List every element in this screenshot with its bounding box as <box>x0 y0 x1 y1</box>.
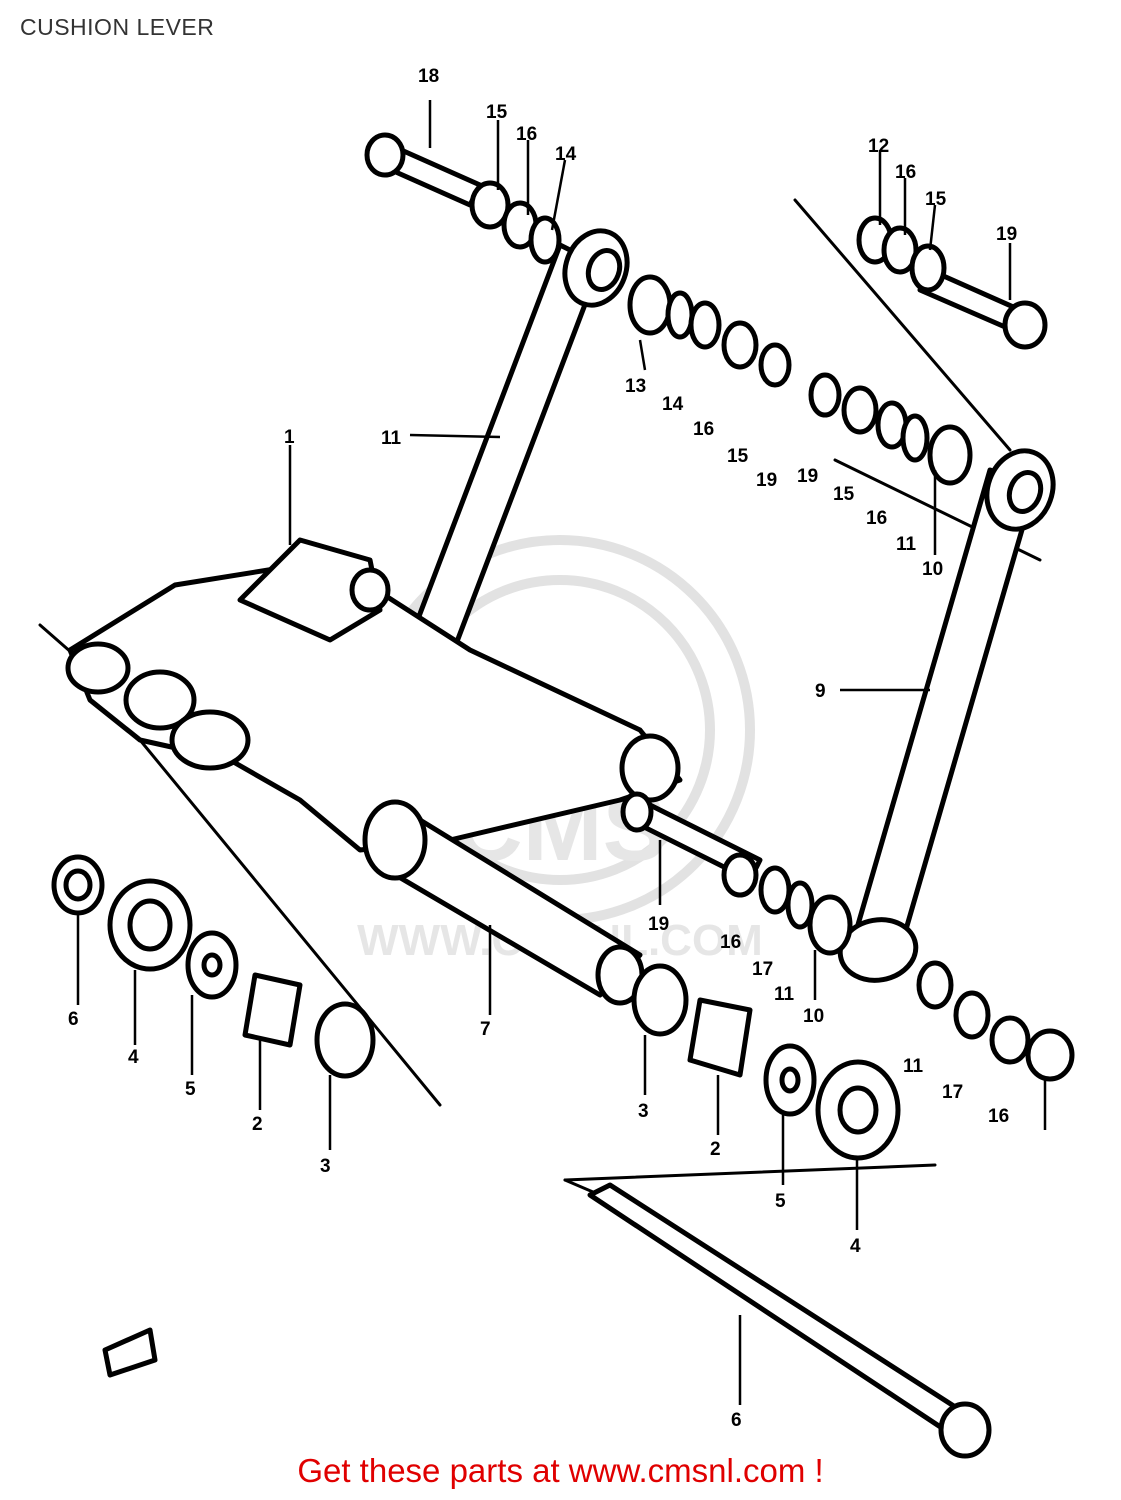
upper-right-hardware <box>856 215 947 293</box>
callout-3: 3 <box>320 1156 331 1177</box>
callout-labels: 18 15 16 14 12 16 15 19 13 14 16 15 19 1… <box>68 66 1017 1431</box>
callout-15: 16 <box>720 932 741 953</box>
callout-6: 6 <box>68 1009 79 1030</box>
lower-right-hardware <box>721 852 1075 1082</box>
callout-16: 16 <box>516 124 537 145</box>
leader-lines <box>76 100 1047 1405</box>
callout-10: 10 <box>922 559 943 580</box>
callout-6: 6 <box>731 1410 742 1431</box>
callout-14: 14 <box>662 394 684 415</box>
cushion-rod-12 <box>407 228 630 663</box>
upper-left-hardware <box>469 180 562 265</box>
footer-link[interactable]: Get these parts at www.cmsnl.com ! <box>297 1452 824 1489</box>
lower-center-hardware <box>631 963 901 1161</box>
callout-16: 16 <box>866 508 887 529</box>
page-title: CUSHION LEVER <box>20 14 215 40</box>
callout-11: 11 <box>896 534 917 555</box>
callout-15: 15 <box>727 446 749 467</box>
callout-19: 19 <box>756 470 777 491</box>
callout-15: 15 <box>486 102 508 123</box>
callout-16: 17 <box>942 1082 963 1103</box>
spacer-tube-7 <box>362 799 645 1006</box>
callout-7: 7 <box>480 1019 491 1040</box>
cushion-rod-9 <box>837 448 1056 983</box>
callout-17: 19 <box>996 224 1017 245</box>
callout-15: 16 <box>988 1106 1009 1127</box>
callout-2: 2 <box>710 1139 721 1160</box>
callout-18: 19 <box>648 914 669 935</box>
callout-11: 11 <box>903 1056 924 1077</box>
callout-16: 16 <box>693 419 714 440</box>
callout-16: 16 <box>895 162 916 183</box>
callout-16: 17 <box>752 959 773 980</box>
callout-2: 2 <box>252 1114 263 1135</box>
front-marker <box>102 1327 158 1378</box>
lower-left-hardware <box>51 854 376 1079</box>
callout-11: 12 <box>868 136 889 157</box>
callout-5: 5 <box>775 1191 786 1212</box>
callout-3: 3 <box>638 1101 649 1122</box>
bolt-17-left <box>364 132 483 208</box>
callout-11: 11 <box>774 984 795 1005</box>
callout-13: 13 <box>625 376 646 397</box>
cushion-lever-body <box>65 537 683 853</box>
callout-9: 9 <box>815 681 826 702</box>
callout-1: 1 <box>284 427 295 448</box>
callout-15: 15 <box>925 189 947 210</box>
bolt-6 <box>587 1182 992 1459</box>
callout-4: 4 <box>850 1236 861 1257</box>
callout-4: 4 <box>128 1047 139 1068</box>
middle-row-hardware <box>627 274 973 486</box>
callout-19: 19 <box>797 466 818 487</box>
callout-17: 18 <box>418 66 439 87</box>
callout-14: 14 <box>555 144 577 165</box>
callout-5: 5 <box>185 1079 196 1100</box>
callout-10: 10 <box>803 1006 824 1027</box>
callout-15: 15 <box>833 484 855 505</box>
callout-12: 11 <box>381 428 402 449</box>
